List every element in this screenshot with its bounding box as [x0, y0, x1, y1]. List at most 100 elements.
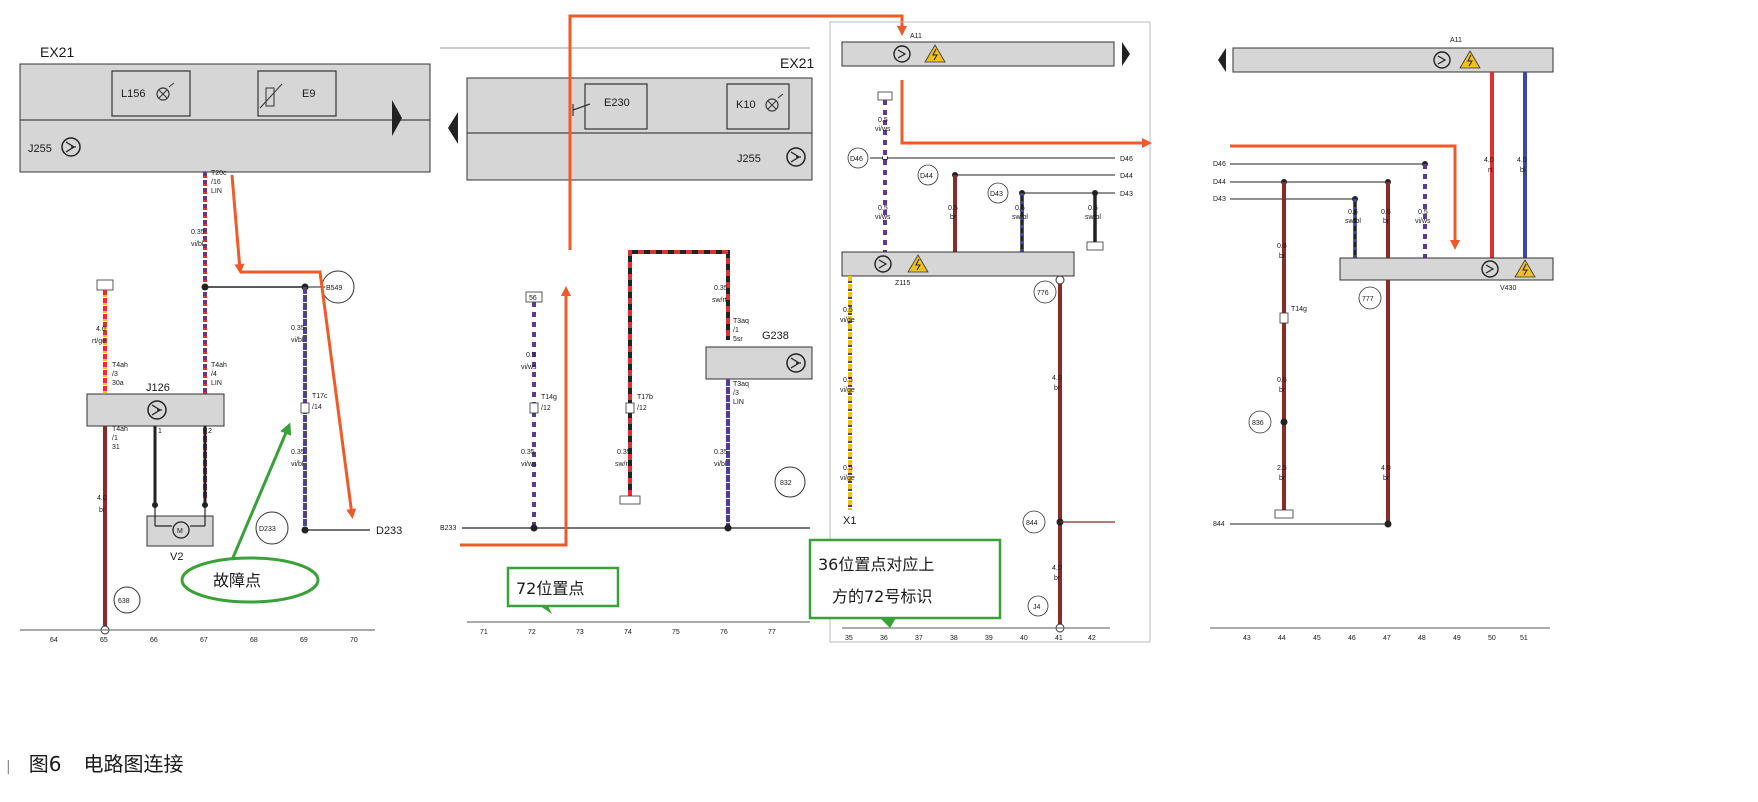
svg-text:38: 38	[950, 635, 958, 642]
svg-text:777: 777	[1362, 296, 1374, 303]
pos-36-callout	[808, 538, 1002, 620]
a11-module-2	[1232, 47, 1554, 73]
control-unit-icon	[786, 353, 806, 373]
svg-text:/1: /1	[733, 327, 739, 334]
svg-text:vi/ws: vi/ws	[875, 126, 891, 133]
svg-text:73: 73	[576, 629, 584, 636]
svg-text:1: 1	[158, 428, 162, 435]
g238-module	[705, 346, 813, 380]
control-unit-icon	[61, 137, 81, 157]
svg-text:0.5: 0.5	[1015, 205, 1025, 212]
x1-label: X1	[843, 515, 856, 527]
arrow-left-icon	[1218, 48, 1226, 72]
control-unit-icon	[1433, 51, 1451, 69]
svg-text:0.5: 0.5	[1277, 377, 1287, 384]
svg-text:vi/bl: vi/bl	[191, 241, 204, 248]
panel-3: A11 D46 D46 D44 D44 D43 D43	[808, 21, 1152, 643]
svg-text:4.0: 4.0	[1381, 465, 1391, 472]
svg-text:836: 836	[1252, 420, 1264, 427]
svg-text:T4ah: T4ah	[211, 362, 227, 369]
svg-text:56: 56	[529, 295, 537, 302]
svg-text:2: 2	[208, 428, 212, 435]
j255-label: J255	[28, 143, 52, 155]
svg-text:/12: /12	[637, 405, 647, 412]
svg-text:D46: D46	[850, 156, 863, 163]
svg-text:LIN: LIN	[211, 380, 222, 387]
svg-text:0.35: 0.35	[191, 229, 205, 236]
svg-text:67: 67	[200, 637, 208, 644]
svg-text:sw/rt: sw/rt	[615, 461, 630, 468]
svg-text:5sr: 5sr	[733, 336, 743, 343]
svg-text:D43: D43	[990, 191, 1003, 198]
svg-text:0.5: 0.5	[526, 352, 536, 359]
lamp-icon	[156, 82, 175, 101]
svg-text:70: 70	[350, 637, 358, 644]
fault-point-callout	[180, 556, 320, 604]
svg-text:T4ah: T4ah	[112, 426, 128, 433]
svg-text:46: 46	[1348, 635, 1356, 642]
svg-text:vi/ws: vi/ws	[875, 214, 891, 221]
arrow-right-icon	[1122, 42, 1130, 66]
svg-text:/3: /3	[733, 390, 739, 397]
svg-text:75: 75	[672, 629, 680, 636]
svg-text:0.35: 0.35	[291, 449, 305, 456]
warning-icon	[1459, 50, 1481, 69]
svg-text:T3aq: T3aq	[733, 381, 749, 388]
svg-text:72: 72	[528, 629, 536, 636]
svg-text:0.5: 0.5	[1277, 243, 1287, 250]
svg-text:br: br	[1383, 218, 1390, 225]
svg-text:br: br	[1383, 475, 1390, 482]
control-unit-icon	[874, 255, 892, 273]
svg-text:sw/bl: sw/bl	[1012, 214, 1028, 221]
d233-label: D233	[376, 525, 402, 537]
svg-text:0.35: 0.35	[521, 449, 535, 456]
control-unit-icon	[147, 400, 167, 420]
svg-text:76: 76	[720, 629, 728, 636]
svg-text:/4: /4	[211, 371, 217, 378]
svg-text:4.0: 4.0	[1052, 565, 1062, 572]
pos-72-label: 72位置点	[516, 579, 584, 598]
svg-text:vi/bl: vi/bl	[291, 337, 304, 344]
svg-text:br: br	[1279, 475, 1286, 482]
z115-label: Z115	[895, 280, 911, 287]
svg-text:39: 39	[985, 635, 993, 642]
panel-1: EX21 L156 E9 J255 T20c /16 LIN 0.35	[19, 44, 431, 644]
k10-label: K10	[736, 99, 756, 111]
svg-text:T4ah: T4ah	[112, 362, 128, 369]
svg-text:br: br	[1054, 385, 1061, 392]
warning-icon	[1514, 259, 1536, 278]
svg-text:37: 37	[915, 635, 923, 642]
svg-text:41: 41	[1055, 635, 1063, 642]
svg-text:br: br	[99, 507, 106, 514]
j126-module	[86, 393, 225, 427]
svg-text:0.5: 0.5	[843, 307, 853, 314]
v430-module	[1339, 257, 1554, 281]
svg-text:47: 47	[1383, 635, 1391, 642]
svg-text:0.5: 0.5	[1381, 209, 1391, 216]
a11-module	[841, 41, 1115, 67]
svg-text:0.5: 0.5	[1348, 209, 1358, 216]
svg-text:68: 68	[250, 637, 258, 644]
svg-text:4.0: 4.0	[97, 495, 107, 502]
svg-text:D44: D44	[1120, 173, 1133, 180]
panel-4: A11 4.0 rt 4.0 bl D46 D44 D43 0.5	[1210, 37, 1554, 642]
svg-text:D43: D43	[1213, 196, 1226, 203]
svg-text:vi/ge: vi/ge	[840, 475, 855, 482]
z115-module	[841, 251, 1075, 277]
lamp-icon	[765, 93, 784, 112]
svg-text:35: 35	[845, 635, 853, 642]
svg-text:D233: D233	[259, 526, 276, 533]
svg-text:/1: /1	[112, 435, 118, 442]
t20c-label: T20c	[211, 170, 227, 177]
svg-text:74: 74	[624, 629, 632, 636]
svg-text:31: 31	[112, 444, 120, 451]
svg-text:br: br	[1054, 575, 1061, 582]
svg-text:0.5: 0.5	[1088, 205, 1098, 212]
svg-text:LIN: LIN	[211, 188, 222, 195]
arrow-left-icon	[448, 112, 458, 144]
svg-text:4.0: 4.0	[1484, 157, 1494, 164]
svg-text:77: 77	[768, 629, 776, 636]
svg-text:50: 50	[1488, 635, 1496, 642]
